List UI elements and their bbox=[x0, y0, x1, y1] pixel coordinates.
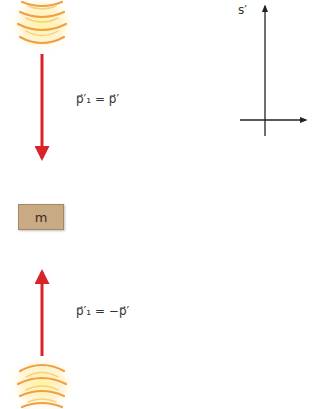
wave-source bbox=[8, 0, 76, 54]
axis-line bbox=[264, 6, 265, 136]
axis-line bbox=[240, 119, 306, 120]
wave-source bbox=[8, 354, 76, 409]
momentum-arrow bbox=[41, 272, 44, 356]
momentum-arrow bbox=[41, 54, 44, 158]
momentum-label: p⃗′₁ = −p⃗′ bbox=[76, 304, 129, 320]
axis-label: s′ bbox=[238, 3, 247, 19]
mass-label: m bbox=[35, 210, 48, 225]
mass-block: m bbox=[18, 204, 64, 230]
momentum-label: p⃗′₁ = p⃗′ bbox=[76, 92, 119, 108]
